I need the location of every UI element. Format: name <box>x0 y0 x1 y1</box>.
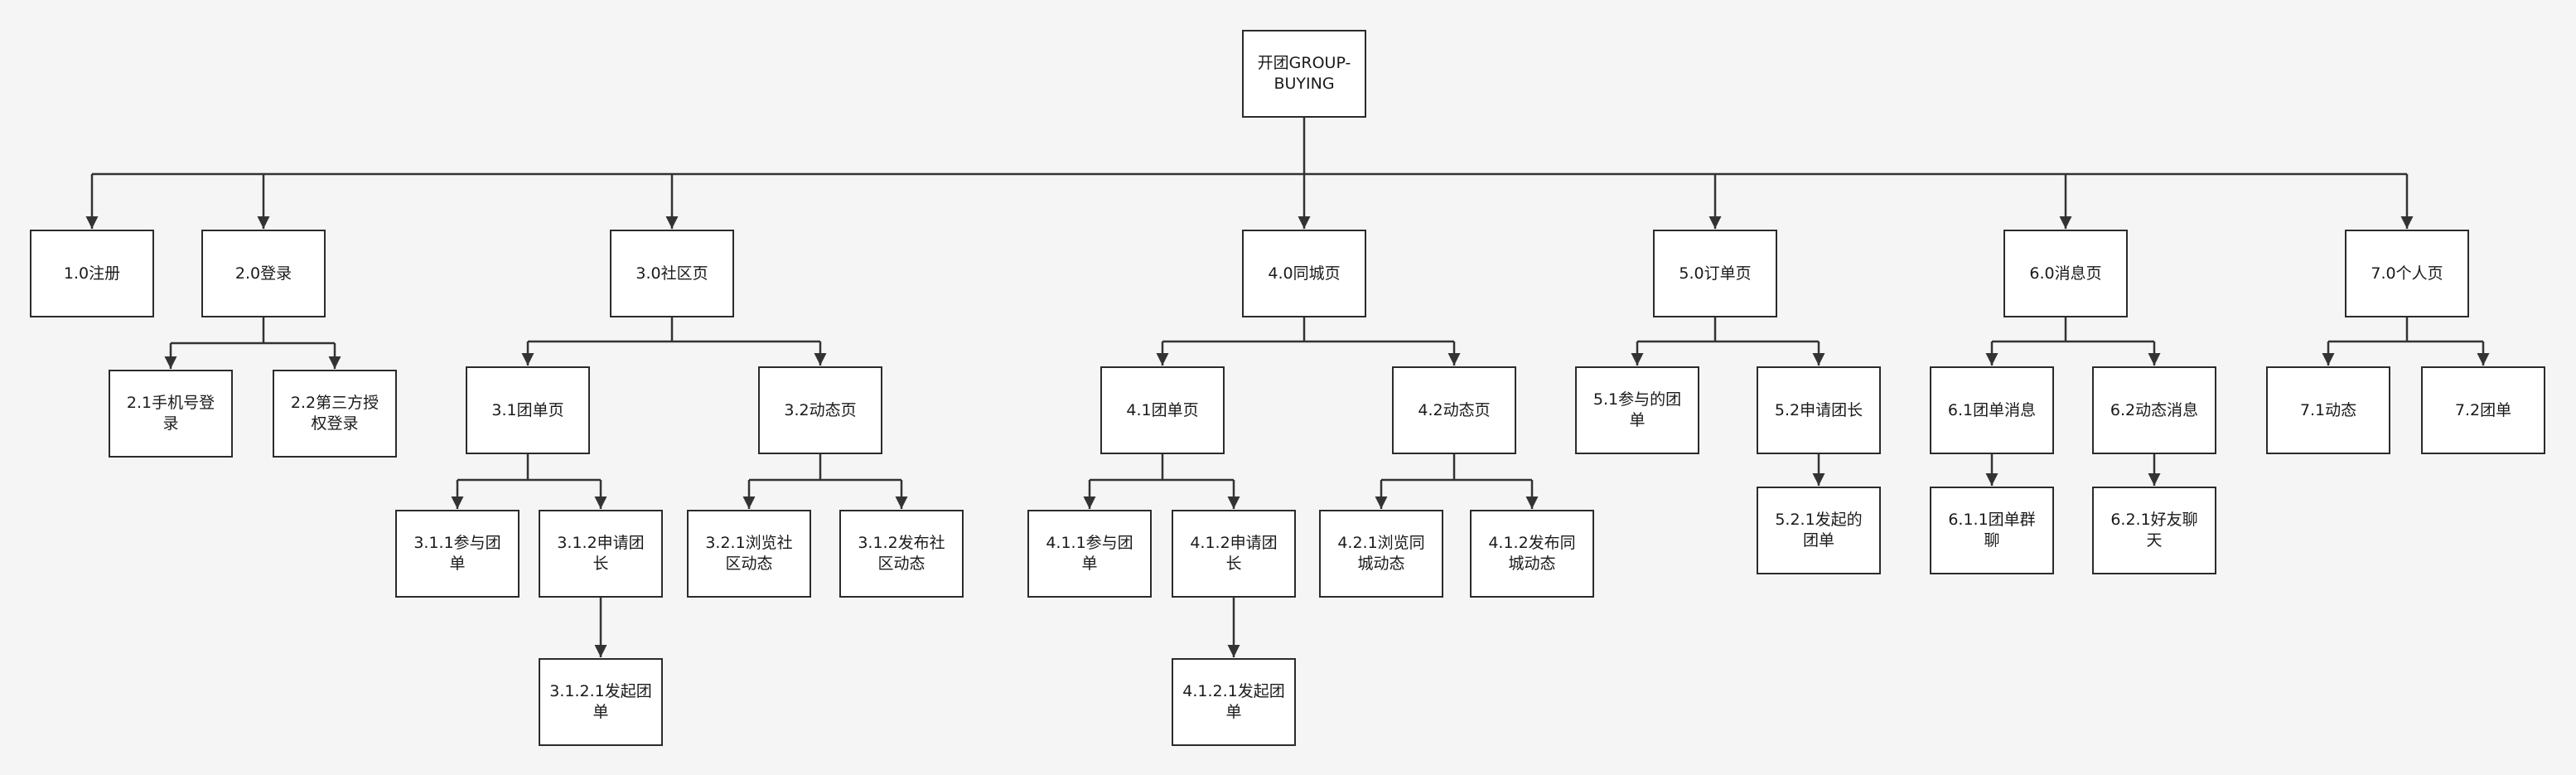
node-n422: 4.1.2发布同城动态 <box>1470 510 1594 598</box>
node-n312: 3.1.2申请团长 <box>539 510 663 598</box>
root-node: 开团GROUP-BUYING <box>1242 30 1366 118</box>
node-n3121: 3.1.2.1发起团单 <box>539 658 663 746</box>
node-n5: 5.0订单页 <box>1653 230 1777 317</box>
node-n52: 5.2申请团长 <box>1757 366 1881 454</box>
node-n6: 6.0消息页 <box>2003 230 2128 317</box>
node-label: 6.1.1团单群聊 <box>1948 511 2036 550</box>
node-label: 5.1参与的团单 <box>1592 390 1682 429</box>
node-label: 2.0登录 <box>234 264 292 283</box>
node-label: 3.2动态页 <box>784 400 857 419</box>
node-label: 2.1手机号登录 <box>126 394 215 433</box>
node-label: 6.2动态消息 <box>2110 400 2199 419</box>
node-n521: 5.2.1发起的团单 <box>1757 487 1881 574</box>
node-n7: 7.0个人页 <box>2345 230 2469 317</box>
node-n51: 5.1参与的团单 <box>1575 366 1699 454</box>
node-label: 4.1.1参与团单 <box>1046 534 1133 573</box>
node-n412: 4.1.2申请团长 <box>1172 510 1296 598</box>
node-n4: 4.0同城页 <box>1242 230 1366 317</box>
node-n62: 6.2动态消息 <box>2092 366 2216 454</box>
node-label: 5.0订单页 <box>1679 264 1752 283</box>
node-label: 3.1.2.1发起团单 <box>549 682 652 721</box>
node-label: 6.0消息页 <box>2029 264 2102 283</box>
node-label: 6.2.1好友聊天 <box>2110 511 2198 550</box>
node-label: 1.0注册 <box>63 264 121 283</box>
node-n22: 2.2第三方授权登录 <box>273 370 397 458</box>
node-label: 6.1团单消息 <box>1947 400 2037 419</box>
node-n3: 3.0社区页 <box>610 230 734 317</box>
node-n71: 7.1动态 <box>2266 366 2390 454</box>
node-label: 3.1.2申请团长 <box>557 534 645 573</box>
node-n42: 4.2动态页 <box>1392 366 1516 454</box>
node-label: 4.2.1浏览同城动态 <box>1337 534 1425 573</box>
node-n31: 3.1团单页 <box>466 366 590 454</box>
node-n4121: 4.1.2.1发起团单 <box>1172 658 1296 746</box>
node-n411: 4.1.1参与团单 <box>1027 510 1152 598</box>
node-label: 7.0个人页 <box>2371 264 2443 283</box>
node-label: 5.2.1发起的团单 <box>1775 511 1863 550</box>
node-n421: 4.2.1浏览同城动态 <box>1319 510 1443 598</box>
node-label: 4.0同城页 <box>1268 264 1341 283</box>
node-label: 3.1.1参与团单 <box>413 534 501 573</box>
node-label: 4.1.2申请团长 <box>1190 534 1278 573</box>
node-label: 2.2第三方授权登录 <box>290 394 379 433</box>
node-label: 3.0社区页 <box>636 264 708 283</box>
node-n21: 2.1手机号登录 <box>109 370 233 458</box>
node-label: 7.2团单 <box>2454 400 2512 419</box>
node-label: 5.2申请团长 <box>1774 400 1863 419</box>
node-label: 3.2.1浏览社区动态 <box>705 534 793 573</box>
node-label: 4.1团单页 <box>1126 400 1199 419</box>
node-label: 4.1.2发布同城动态 <box>1488 534 1576 573</box>
node-n621: 6.2.1好友聊天 <box>2092 487 2216 574</box>
node-label: 4.2动态页 <box>1418 400 1491 419</box>
node-label: 7.1动态 <box>2299 400 2357 419</box>
node-n61: 6.1团单消息 <box>1930 366 2054 454</box>
node-n321: 3.2.1浏览社区动态 <box>687 510 811 598</box>
node-n311: 3.1.1参与团单 <box>395 510 520 598</box>
node-label: 开团GROUP-BUYING <box>1257 54 1351 93</box>
node-n32: 3.2动态页 <box>758 366 882 454</box>
node-label: 3.1团单页 <box>491 400 564 419</box>
node-label: 3.1.2发布社区动态 <box>858 534 945 573</box>
node-n41: 4.1团单页 <box>1100 366 1225 454</box>
node-n322: 3.1.2发布社区动态 <box>839 510 964 598</box>
node-label: 4.1.2.1发起团单 <box>1182 682 1285 721</box>
node-n1: 1.0注册 <box>30 230 154 317</box>
node-n2: 2.0登录 <box>201 230 326 317</box>
node-n72: 7.2团单 <box>2421 366 2545 454</box>
node-n611: 6.1.1团单群聊 <box>1930 487 2054 574</box>
